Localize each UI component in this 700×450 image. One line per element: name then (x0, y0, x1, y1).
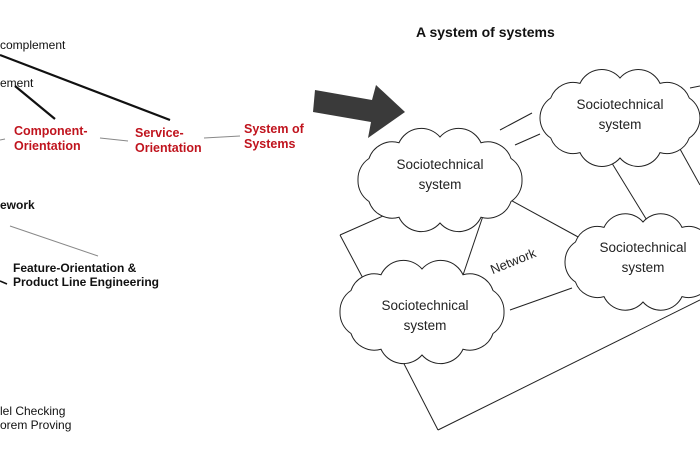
connector-line (203, 135, 241, 139)
connector-line (99, 137, 129, 142)
cloud-shape (339, 259, 505, 365)
complement-label: complement (0, 38, 66, 52)
cloud-shape (357, 127, 523, 233)
connector-line (9, 225, 99, 257)
framework-label: ework (0, 198, 35, 212)
cloud-shape (539, 69, 700, 167)
connector-line (14, 85, 56, 120)
connector-line (0, 53, 171, 122)
cloud-shape (564, 213, 700, 311)
feature-orientation-label: Feature-Orientation &Product Line Engine… (13, 261, 160, 290)
service-orientation-label: Service-Orientation (135, 126, 202, 155)
complement-label-2: ement (0, 76, 34, 90)
diagram-title: A system of systems (416, 24, 555, 40)
component-orientation-label: Component-Orientation (14, 124, 88, 153)
arrow-right-icon (313, 85, 405, 138)
connector-line (0, 280, 8, 285)
connector-line (0, 138, 6, 141)
